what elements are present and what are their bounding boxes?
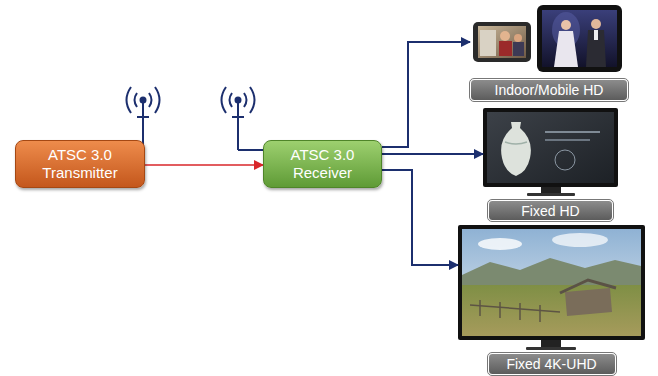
box-label: ATSC 3.0 Transmitter bbox=[16, 146, 144, 182]
signal-arc bbox=[222, 87, 227, 113]
hut bbox=[565, 288, 612, 316]
fence-post bbox=[479, 300, 481, 316]
antenna-wire bbox=[238, 149, 263, 151]
grassland bbox=[462, 285, 641, 336]
screen-scene bbox=[499, 41, 512, 56]
device-label: Indoor/Mobile HD bbox=[495, 82, 604, 98]
singer-figure bbox=[586, 30, 606, 67]
screen-scene bbox=[513, 42, 524, 56]
screen-line bbox=[545, 139, 590, 141]
tv-4k bbox=[458, 225, 645, 350]
signal-arc bbox=[149, 93, 152, 107]
fence bbox=[470, 300, 560, 322]
singer-figure bbox=[594, 30, 598, 40]
tv-screen bbox=[462, 229, 641, 336]
tv-stand bbox=[526, 347, 576, 350]
device-node: Fixed 4K-UHD bbox=[458, 225, 645, 375]
tablet-body bbox=[537, 5, 622, 72]
antenna-mast bbox=[237, 100, 239, 150]
fence-post bbox=[519, 303, 521, 320]
device-node: Indoor/Mobile HD bbox=[470, 5, 628, 101]
screen-scene bbox=[480, 30, 496, 56]
tablet-device bbox=[537, 5, 622, 72]
screen-scene bbox=[500, 31, 510, 41]
receiver-box: ATSC 3.0 Receiver bbox=[263, 140, 382, 188]
device-label-box: Indoor/Mobile HD bbox=[470, 79, 628, 101]
singer-figure bbox=[561, 20, 571, 30]
singer-figure bbox=[554, 31, 578, 67]
device-label: Fixed 4K-UHD bbox=[506, 356, 596, 372]
signal-arc bbox=[230, 93, 233, 107]
fence-rail bbox=[470, 305, 560, 312]
screen-scene bbox=[514, 34, 522, 42]
antenna-bar bbox=[232, 116, 244, 118]
cloud bbox=[552, 233, 608, 247]
output-arrow bbox=[382, 170, 458, 265]
device-node: Fixed HD bbox=[483, 108, 618, 221]
antenna-bar bbox=[137, 116, 149, 118]
tv-frame bbox=[483, 108, 618, 187]
tv-screen bbox=[487, 112, 614, 183]
tablet-screen bbox=[542, 10, 617, 67]
transmitter-box: ATSC 3.0 Transmitter bbox=[15, 140, 145, 188]
signal-arc bbox=[155, 87, 160, 113]
box-label: ATSC 3.0 Receiver bbox=[264, 146, 381, 182]
phone-device bbox=[473, 22, 531, 62]
signal-arc bbox=[127, 87, 132, 113]
phone-body bbox=[473, 22, 531, 62]
vase bbox=[501, 122, 531, 176]
signal-arc bbox=[135, 93, 138, 107]
screen-line bbox=[545, 131, 600, 133]
output-arrow bbox=[382, 42, 470, 147]
tv-stand bbox=[541, 340, 561, 347]
output-arrow bbox=[382, 153, 483, 155]
broadcast-arrow bbox=[145, 164, 263, 166]
signal-arc bbox=[250, 87, 255, 113]
tv-stand bbox=[527, 193, 575, 196]
signal-arc bbox=[244, 93, 247, 107]
antenna-icon bbox=[222, 87, 264, 150]
screen-circle bbox=[555, 150, 575, 170]
device-label: Fixed HD bbox=[521, 203, 579, 219]
device-label-box: Fixed HD bbox=[488, 200, 613, 221]
tv-hd bbox=[483, 108, 618, 196]
tv-frame bbox=[458, 225, 645, 340]
singer-figure bbox=[591, 19, 601, 29]
fence-post bbox=[539, 305, 541, 322]
cloud bbox=[478, 238, 522, 250]
vase-pattern bbox=[505, 142, 527, 144]
phone-screen bbox=[478, 26, 526, 58]
device-label-box: Fixed 4K-UHD bbox=[488, 353, 616, 375]
fence-post bbox=[499, 302, 501, 318]
hut-roof bbox=[560, 280, 616, 293]
tv-stand bbox=[541, 187, 561, 193]
